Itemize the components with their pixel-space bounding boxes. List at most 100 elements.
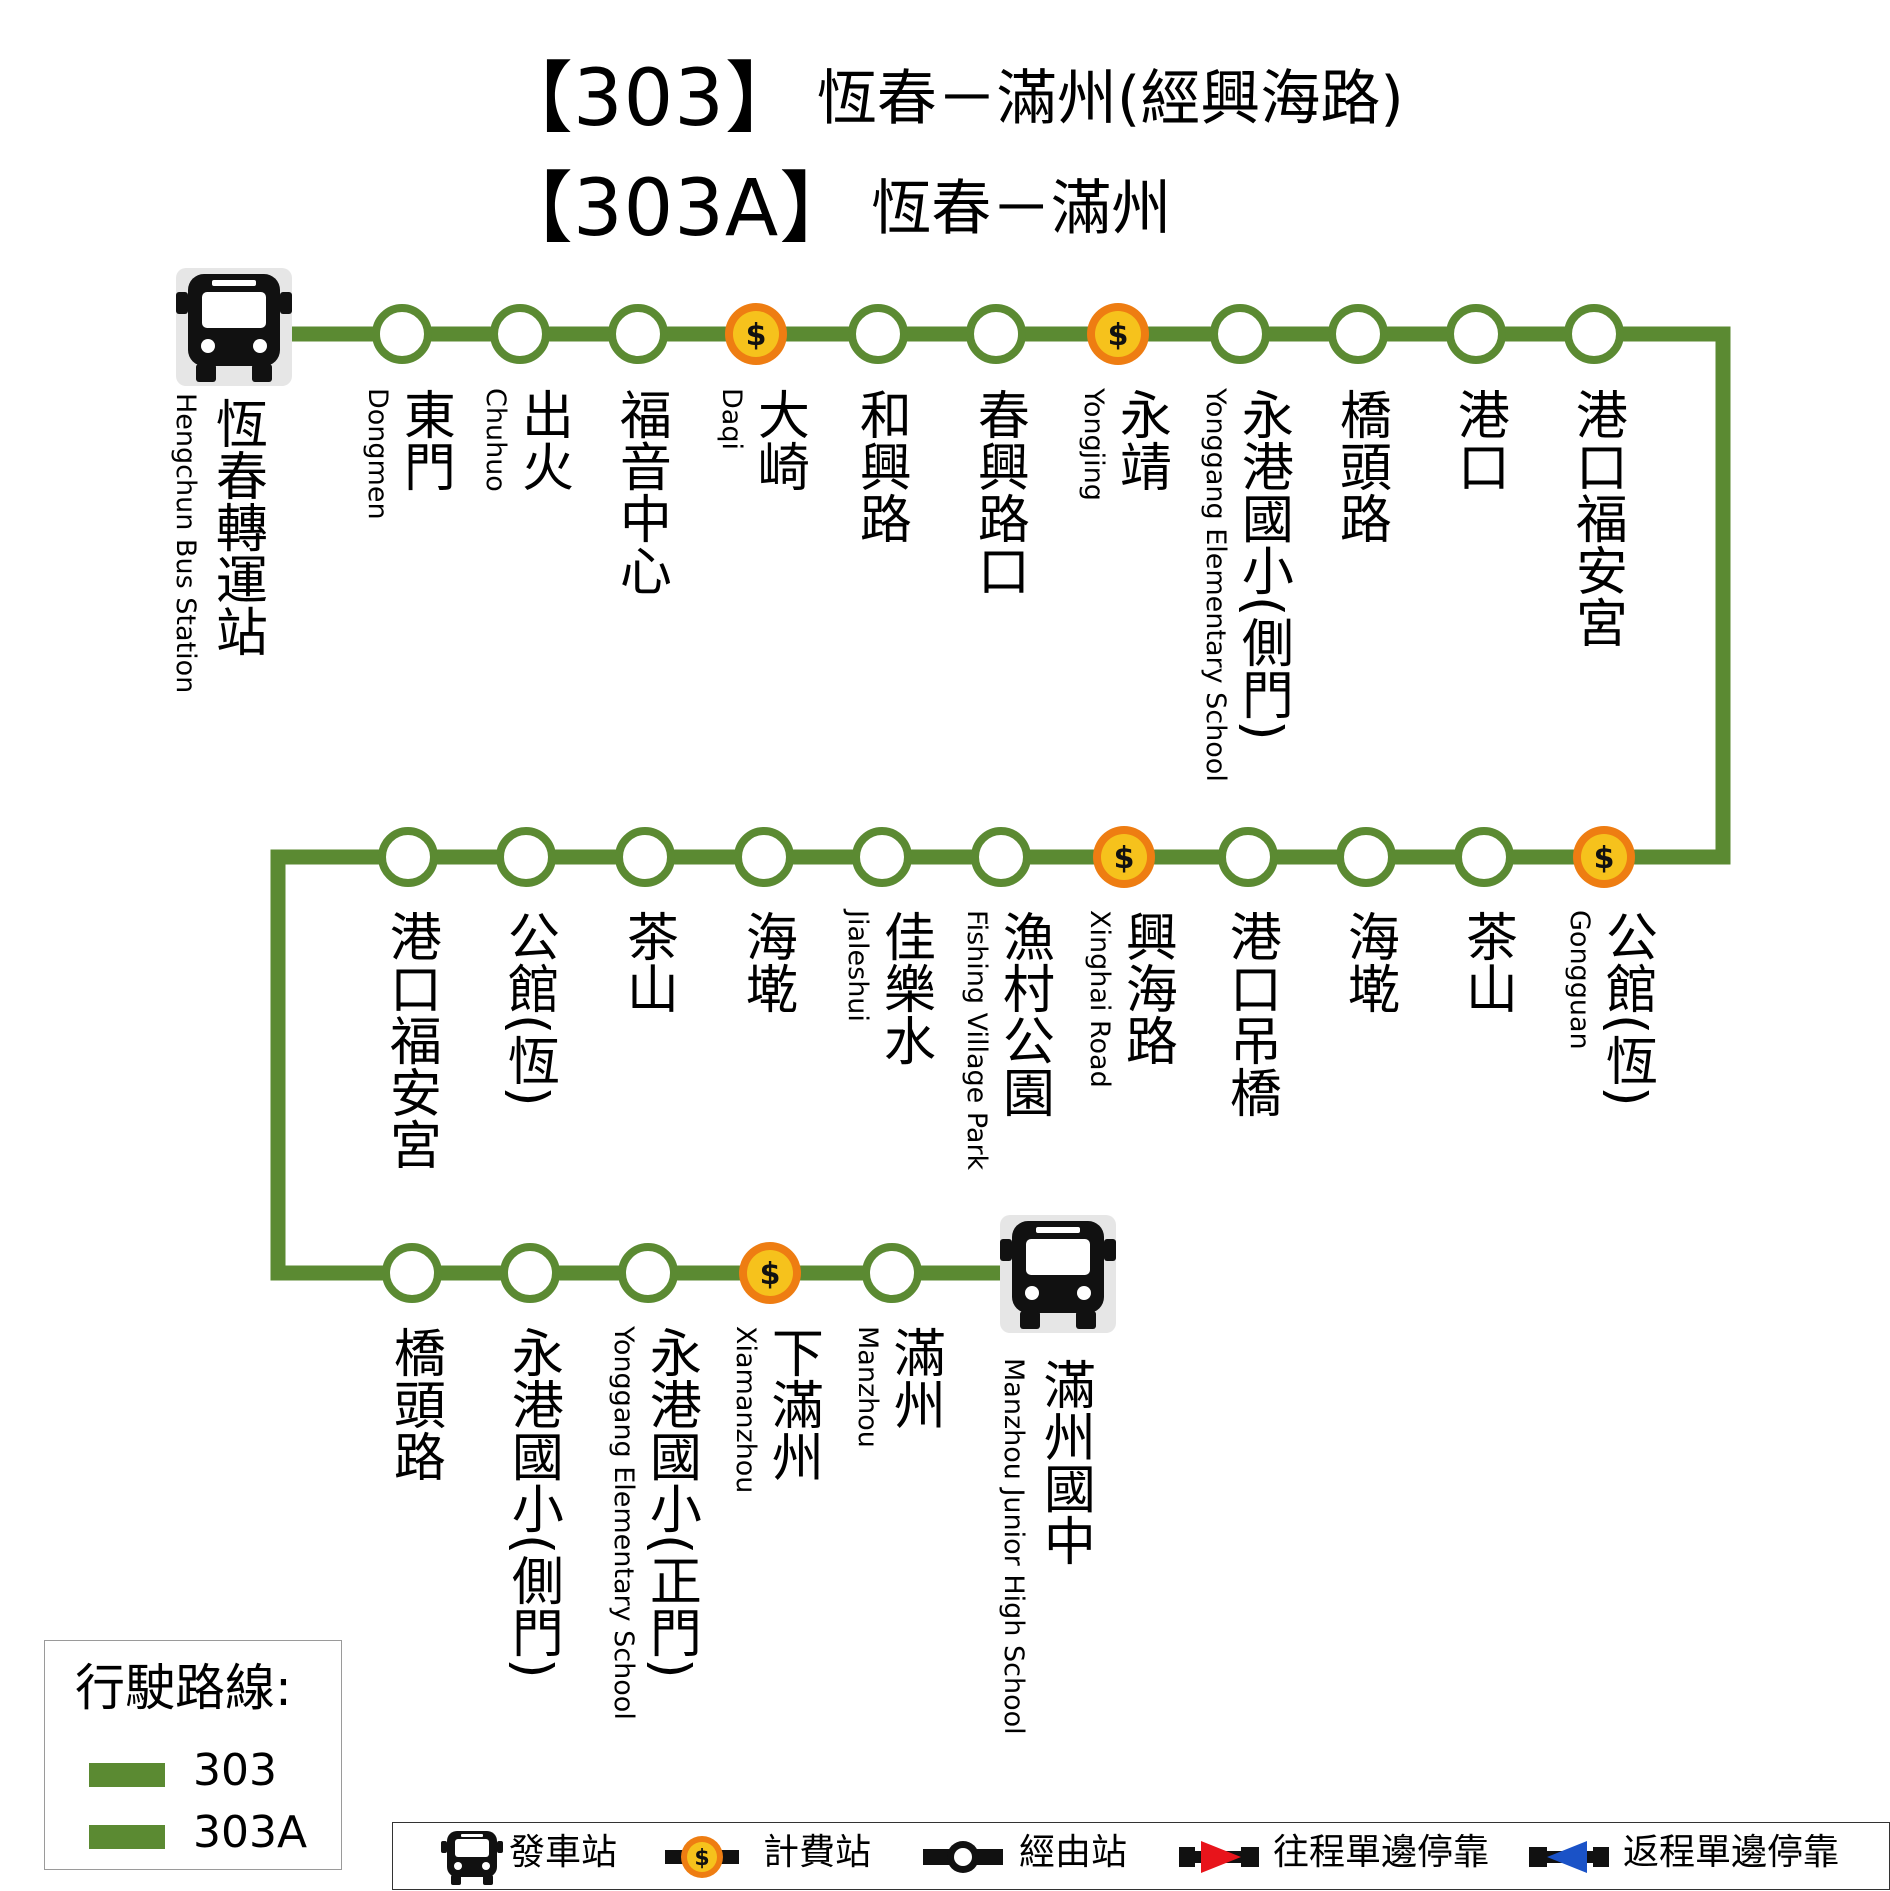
stop-icon bbox=[1210, 304, 1270, 364]
station-name-zh: 茶山 bbox=[1456, 910, 1517, 1014]
station-name-zh: 滿州國中 bbox=[1034, 1358, 1095, 1566]
stop-icon bbox=[734, 827, 794, 887]
svg-text:$: $ bbox=[746, 318, 767, 353]
return-arrow-icon bbox=[1529, 1827, 1609, 1885]
stop-icon bbox=[848, 304, 908, 364]
stop-icon bbox=[490, 304, 550, 364]
station-name-en: Manzhou Junior High School bbox=[998, 1358, 1029, 1735]
key-label-outbound: 往程單邊停靠 bbox=[1273, 1832, 1490, 1873]
route-title-303: 【303】恆春－滿州(經興海路) bbox=[495, 60, 1404, 138]
station-name-zh: 興海路 bbox=[1116, 910, 1177, 1066]
station-name-zh: 港口福安宮 bbox=[380, 910, 441, 1170]
stop-icon bbox=[852, 827, 912, 887]
stop-icon bbox=[1454, 827, 1514, 887]
station-name-zh: 和興路 bbox=[850, 388, 911, 544]
fare-station-icon: $ bbox=[739, 1242, 801, 1304]
legend-swatch-303a bbox=[89, 1825, 165, 1849]
station-name-en: Hengchun Bus Station bbox=[170, 393, 201, 694]
route-title-303a: 【303A】恆春－滿州 bbox=[495, 170, 1171, 248]
route-number: 303A bbox=[573, 164, 780, 254]
station-name-zh: 大崎 bbox=[748, 388, 809, 492]
station-name-zh: 恆春轉運站 bbox=[206, 397, 267, 657]
stop-icon bbox=[500, 1243, 560, 1303]
stop-icon bbox=[378, 827, 438, 887]
stop-icon bbox=[923, 1827, 1003, 1885]
title-bracket-close: 】 bbox=[724, 54, 803, 144]
route-name: 恆春－滿州(經興海路) bbox=[816, 64, 1404, 134]
station-name-zh: 福音中心 bbox=[610, 388, 671, 596]
stop-icon bbox=[1336, 827, 1396, 887]
station-name-en: Yonggang Elementary School bbox=[1200, 388, 1231, 782]
legend-title: 行駛路線: bbox=[75, 1659, 292, 1717]
station-name-zh: 下滿州 bbox=[762, 1326, 823, 1482]
stop-icon bbox=[971, 827, 1031, 887]
fare-station-icon: $ bbox=[1093, 826, 1155, 888]
station-name-zh: 港口福安宮 bbox=[1566, 388, 1627, 648]
station-name-zh: 公館(恆) bbox=[1596, 910, 1657, 1107]
station-name-zh: 茶山 bbox=[617, 910, 678, 1014]
stop-icon bbox=[615, 827, 675, 887]
station-name-en: Fishing Village Park bbox=[961, 910, 992, 1171]
station-name-en: Yongjing bbox=[1078, 388, 1109, 501]
station-name-zh: 佳樂水 bbox=[874, 910, 935, 1066]
station-name-zh: 公館(恆) bbox=[498, 910, 559, 1107]
stop-icon bbox=[496, 827, 556, 887]
station-name-zh: 出火 bbox=[512, 388, 573, 492]
route-number: 303 bbox=[573, 54, 725, 144]
station-name-en: Jialeshui bbox=[842, 910, 873, 1022]
stop-icon bbox=[1218, 827, 1278, 887]
station-name-zh: 漁村公園 bbox=[993, 910, 1054, 1118]
station-name-zh: 港口吊橋 bbox=[1220, 910, 1281, 1118]
legend: 行駛路線: 303 303A bbox=[44, 1640, 342, 1870]
station-name-zh: 海墘 bbox=[736, 910, 797, 1014]
station-name-en: Gongguan bbox=[1564, 910, 1595, 1050]
svg-text:$: $ bbox=[694, 1846, 709, 1871]
station-name-en: Daqi bbox=[716, 388, 747, 450]
station-name-zh: 永港國小(側門) bbox=[502, 1326, 563, 1679]
station-name-zh: 永港國小(側門) bbox=[1232, 388, 1293, 741]
station-name-zh: 永靖 bbox=[1110, 388, 1171, 492]
title-bracket-open: 【 bbox=[495, 54, 574, 144]
stop-icon bbox=[372, 304, 432, 364]
stop-icon bbox=[862, 1243, 922, 1303]
station-name-zh: 橋頭路 bbox=[1330, 388, 1391, 544]
title-bracket-open: 【 bbox=[495, 164, 574, 254]
fare-station-icon: $ bbox=[1087, 303, 1149, 365]
svg-text:$: $ bbox=[760, 1257, 781, 1292]
station-name-zh: 東門 bbox=[394, 388, 455, 492]
station-name-en: Dongmen bbox=[362, 388, 393, 520]
bus-icon bbox=[441, 1827, 503, 1885]
stop-icon bbox=[618, 1243, 678, 1303]
station-name-zh: 滿州 bbox=[884, 1326, 945, 1430]
key-label-return: 返程單邊停靠 bbox=[1623, 1832, 1840, 1873]
stop-icon bbox=[1446, 304, 1506, 364]
stop-icon bbox=[1328, 304, 1388, 364]
title-bracket-close: 】 bbox=[779, 164, 858, 254]
station-name-en: Xinghai Road bbox=[1084, 910, 1115, 1088]
legend-swatch-303 bbox=[89, 1763, 165, 1787]
svg-text:$: $ bbox=[1108, 318, 1129, 353]
fare-station-icon: $ bbox=[1573, 826, 1635, 888]
route-name: 恆春－滿州 bbox=[871, 174, 1172, 244]
stop-icon bbox=[608, 304, 668, 364]
stop-icon bbox=[1564, 304, 1624, 364]
station-name-zh: 海墘 bbox=[1338, 910, 1399, 1014]
station-name-en: Chuhuo bbox=[480, 388, 511, 492]
stop-icon bbox=[966, 304, 1026, 364]
station-name-zh: 橋頭路 bbox=[384, 1326, 445, 1482]
outbound-arrow-icon bbox=[1179, 1827, 1259, 1885]
stop-icon bbox=[382, 1243, 442, 1303]
fare-station-icon: $ bbox=[725, 303, 787, 365]
bus-icon bbox=[1000, 1215, 1116, 1333]
fare-station-icon: $ bbox=[665, 1827, 739, 1885]
svg-text:$: $ bbox=[1594, 841, 1615, 876]
symbol-key: 發車站 $ 計費站 經由站 往程單邊停靠 bbox=[392, 1822, 1890, 1890]
key-label-terminal: 發車站 bbox=[509, 1832, 618, 1873]
key-label-fare: 計費站 bbox=[763, 1832, 872, 1873]
station-name-en: Yonggang Elementary School bbox=[608, 1326, 639, 1720]
station-name-zh: 永港國小(正門) bbox=[640, 1326, 701, 1679]
legend-label-303: 303 bbox=[193, 1745, 277, 1796]
station-name-zh: 港口 bbox=[1448, 388, 1509, 492]
station-name-zh: 春興路口 bbox=[968, 388, 1029, 596]
